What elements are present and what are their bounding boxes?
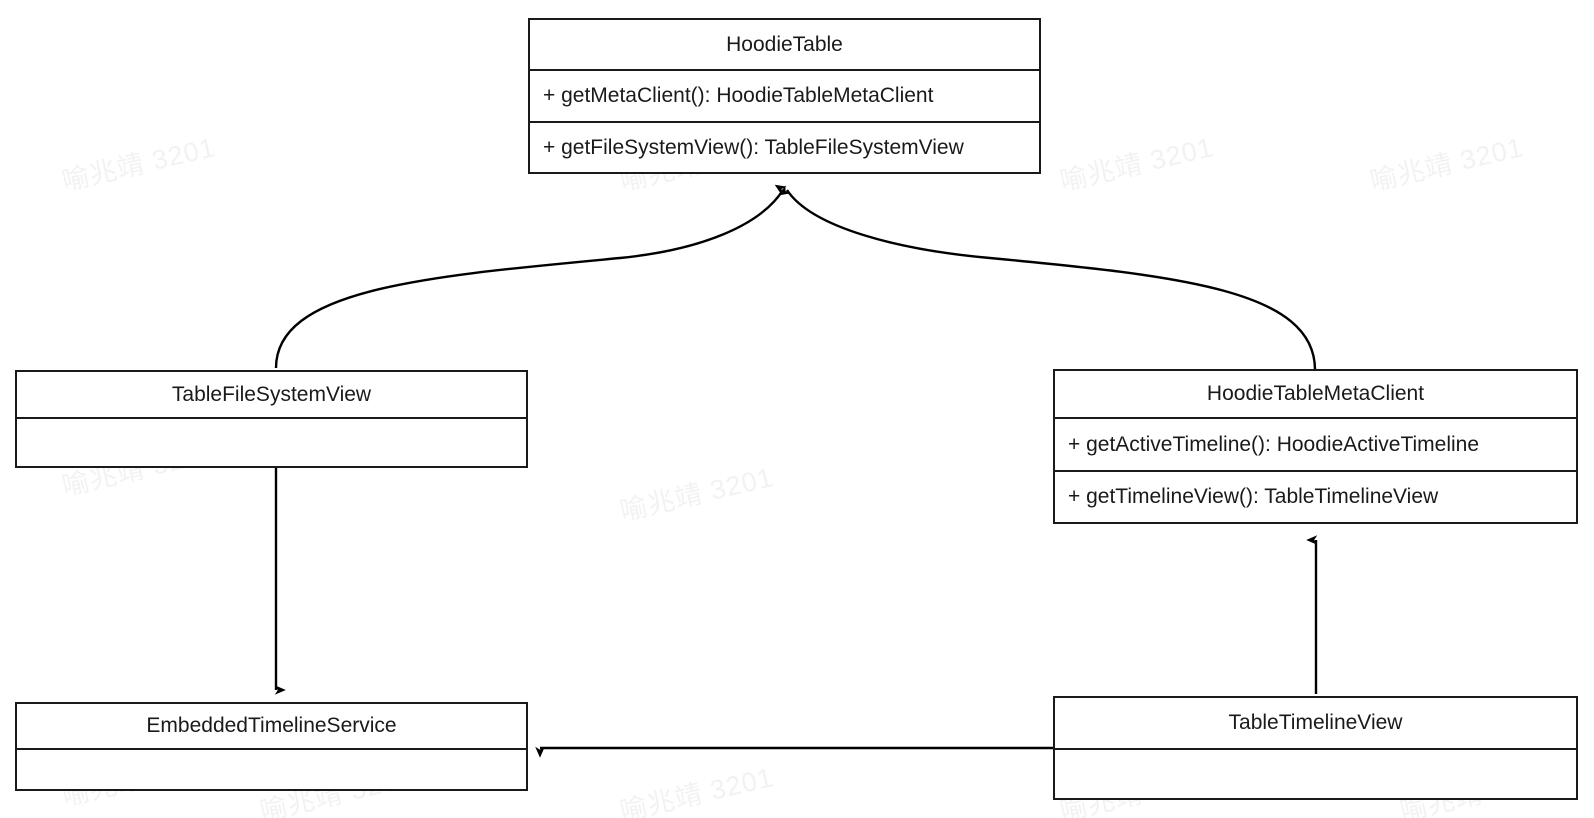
- edge-hoodietablemetaclient-to-hoodietable: [778, 185, 1317, 371]
- class-box-table-file-system-view[interactable]: TableFileSystemView: [15, 370, 528, 468]
- class-member: + getTimelineView(): TableTimelineView: [1055, 470, 1576, 521]
- watermark-text: 喻兆靖 3201: [59, 132, 219, 197]
- class-box-hoodie-table-meta-client[interactable]: HoodieTableMetaClient + getActiveTimelin…: [1053, 369, 1578, 524]
- class-box-embedded-timeline-service[interactable]: EmbeddedTimelineService: [15, 702, 528, 791]
- class-box-hoodie-table[interactable]: HoodieTable + getMetaClient(): HoodieTab…: [528, 18, 1041, 174]
- class-members-table-timeline-view: [1055, 750, 1576, 800]
- class-members-table-file-system-view: [17, 419, 526, 466]
- class-name-embedded-timeline-service: EmbeddedTimelineService: [17, 704, 526, 750]
- watermark-text: 喻兆靖 3201: [617, 762, 777, 818]
- watermark-text: 喻兆靖 3201: [617, 462, 777, 527]
- class-name-table-file-system-view: TableFileSystemView: [17, 372, 526, 419]
- class-member: + getFileSystemView(): TableFileSystemVi…: [530, 121, 1039, 172]
- class-name-hoodie-table: HoodieTable: [530, 20, 1039, 71]
- class-box-table-timeline-view[interactable]: TableTimelineView: [1053, 696, 1578, 800]
- class-member: + getActiveTimeline(): HoodieActiveTimel…: [1068, 432, 1480, 456]
- edge-tablefilesystemview-to-hoodietable: [274, 184, 787, 369]
- class-name-table-timeline-view: TableTimelineView: [1055, 698, 1576, 750]
- class-name-hoodie-table-meta-client: HoodieTableMetaClient: [1055, 371, 1576, 419]
- class-members-hoodie-table-meta-client: + getActiveTimeline(): HoodieActiveTimel…: [1055, 419, 1576, 521]
- watermark-text: 喻兆靖 3201: [1057, 132, 1217, 197]
- class-member: + getMetaClient(): HoodieTableMetaClient: [543, 84, 934, 107]
- class-members-hoodie-table: + getMetaClient(): HoodieTableMetaClient…: [530, 71, 1039, 172]
- watermark-text: 喻兆靖 3201: [1367, 132, 1527, 197]
- class-members-embedded-timeline-service: [17, 750, 526, 791]
